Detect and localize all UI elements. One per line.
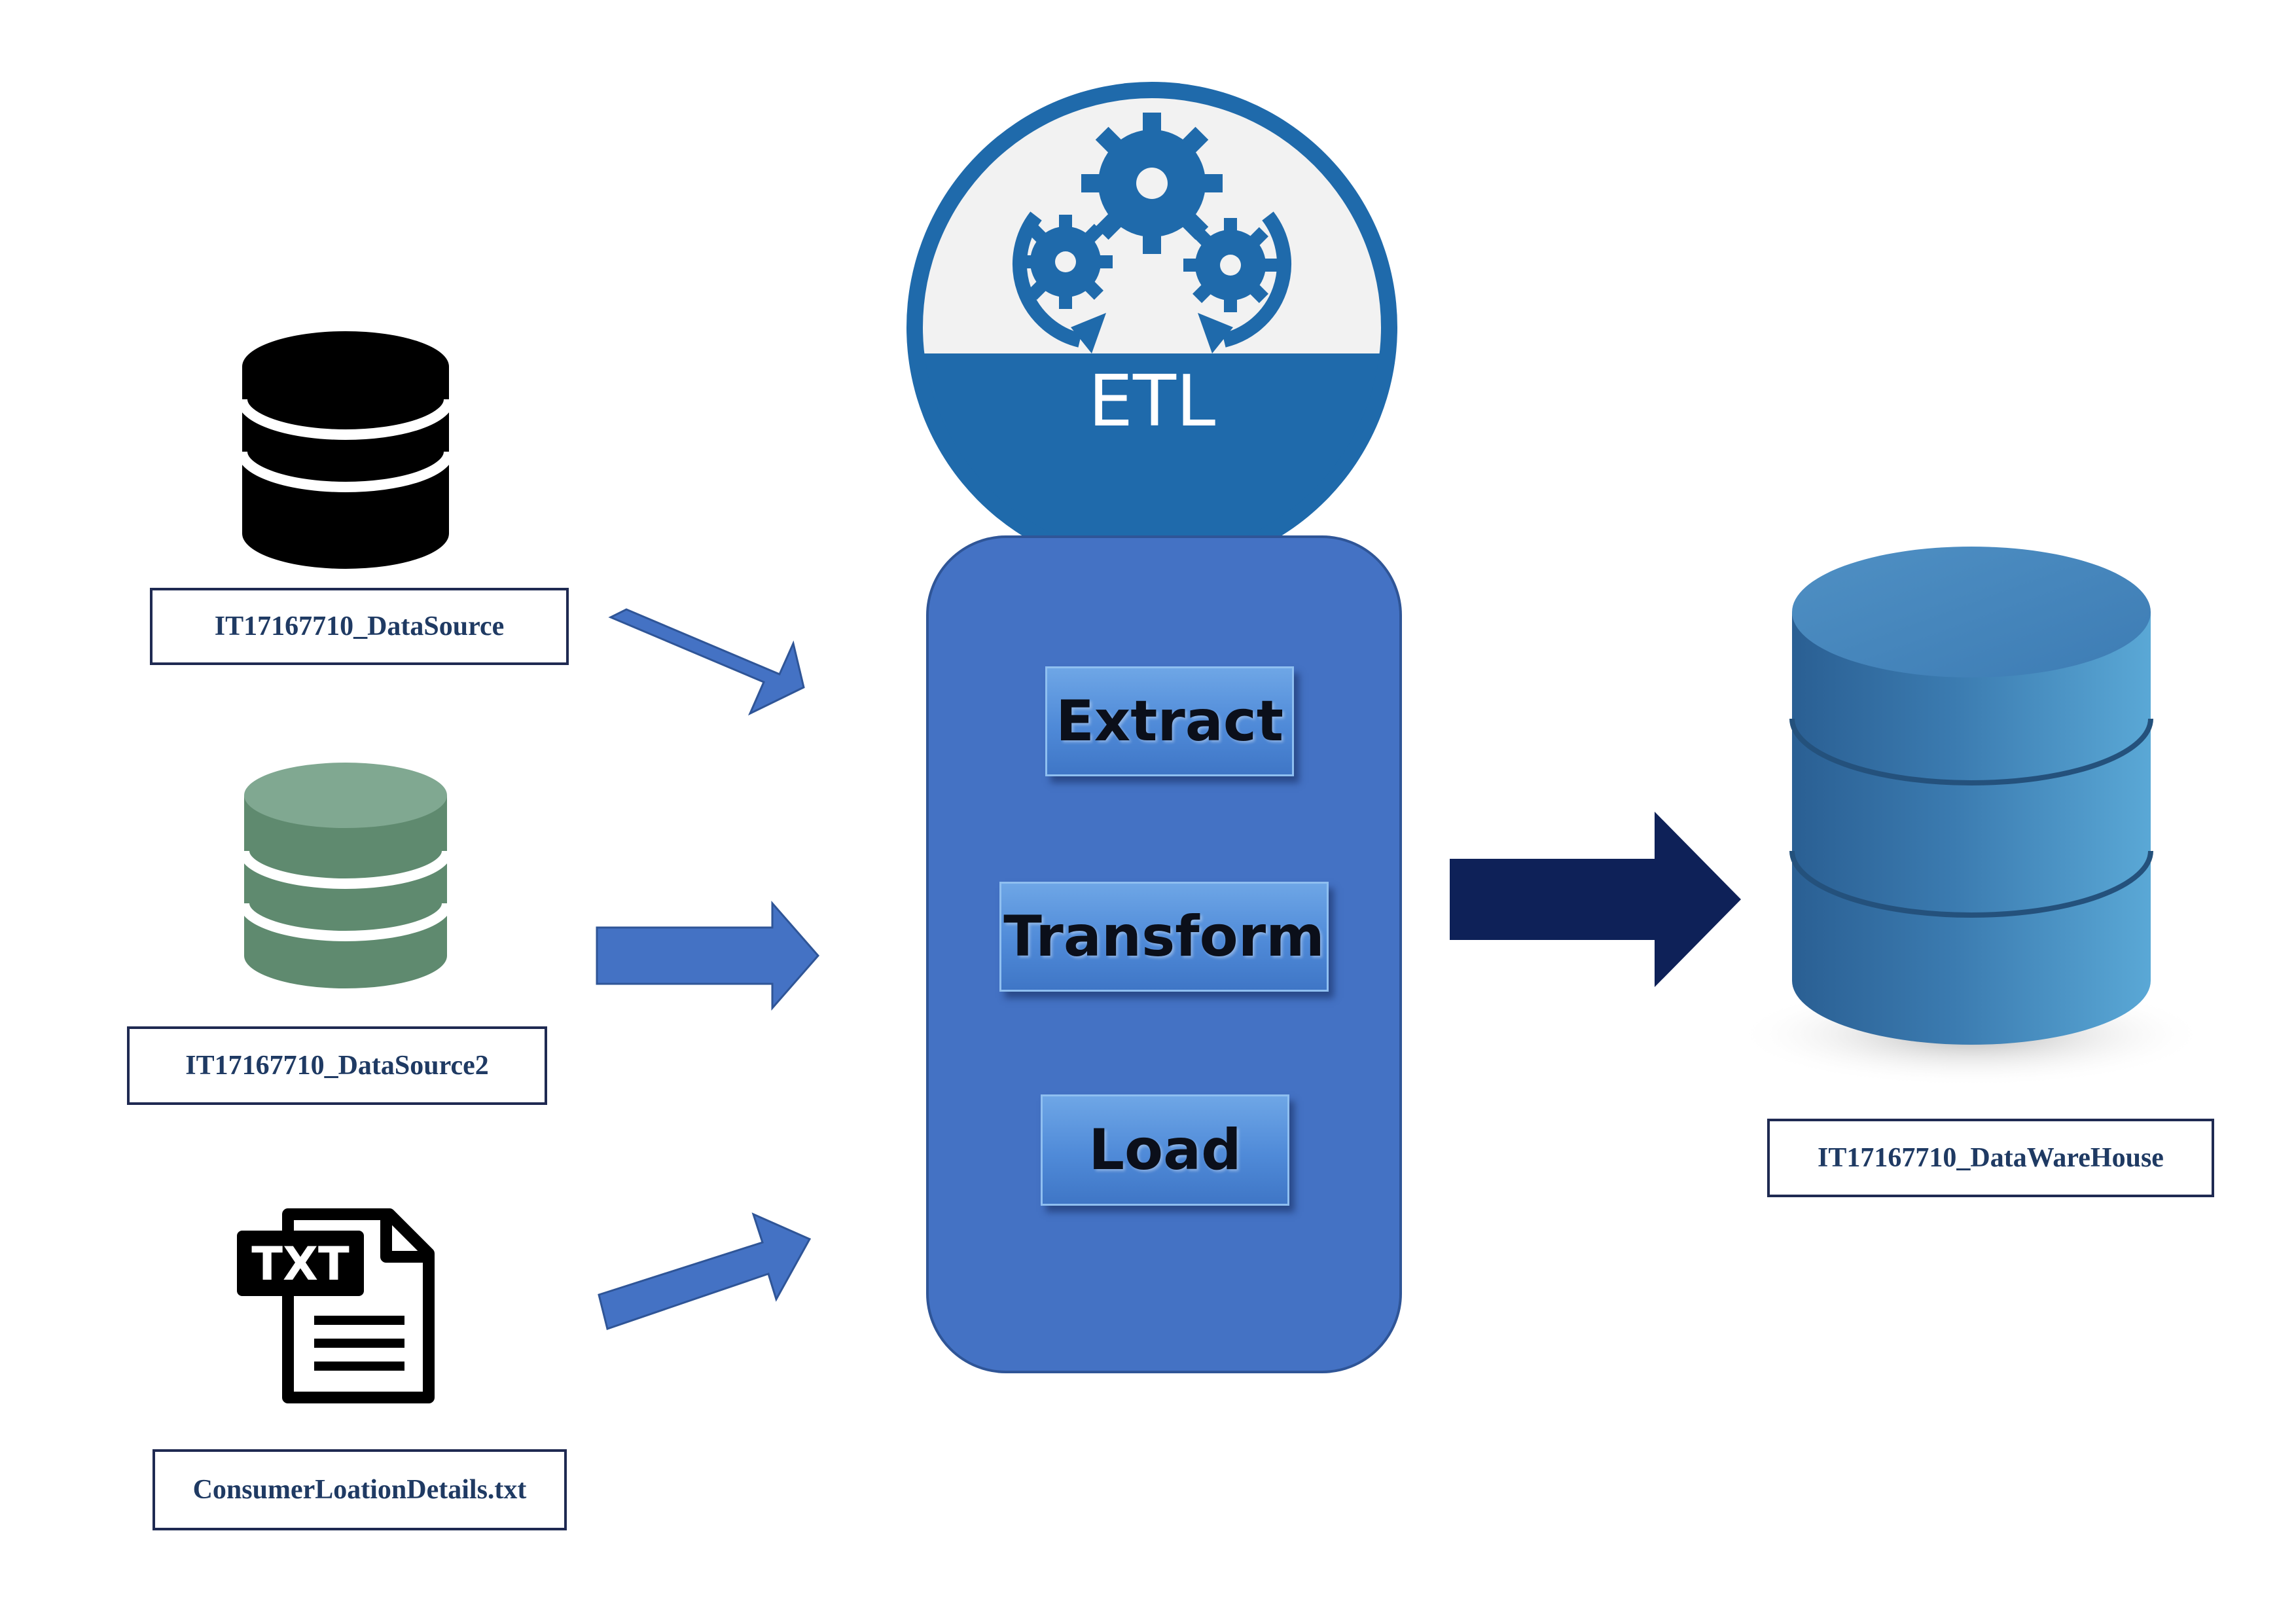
warehouse-label: IT17167710_DataWareHouse: [1767, 1119, 2214, 1197]
transform-step: Transform: [999, 882, 1329, 992]
txt-file-icon: TXT: [237, 1208, 435, 1403]
extract-step-label: Extract: [1056, 689, 1283, 754]
source-3-label-text: ConsumerLoationDetails.txt: [192, 1475, 527, 1505]
load-step-label: Load: [1088, 1117, 1242, 1183]
database-icon-source-1: [237, 331, 454, 569]
source-2-label-text: IT17167710_DataSource2: [185, 1051, 489, 1081]
txt-file-icon-text: TXT: [251, 1237, 350, 1291]
load-step: Load: [1041, 1094, 1289, 1206]
transform-step-label: Transform: [1003, 904, 1325, 969]
arrow-source-3: [598, 1212, 812, 1330]
warehouse-label-text: IT17167710_DataWareHouse: [1818, 1143, 2164, 1173]
source-1-label-text: IT17167710_DataSource: [214, 611, 505, 641]
arrow-source-2: [596, 901, 819, 1011]
etl-badge: ETL: [906, 82, 1397, 573]
extract-step: Extract: [1045, 666, 1294, 776]
data-warehouse-icon: [1736, 547, 2207, 1087]
etl-badge-title: ETL: [1088, 361, 1215, 442]
gears-icon: [999, 83, 1297, 353]
arrow-to-warehouse: [1450, 812, 1741, 987]
database-icon-source-2: [239, 763, 452, 988]
source-3-label: ConsumerLoationDetails.txt: [152, 1449, 567, 1530]
arrow-source-1: [608, 608, 805, 716]
source-1-label: IT17167710_DataSource: [150, 588, 569, 665]
source-2-label: IT17167710_DataSource2: [127, 1026, 547, 1105]
